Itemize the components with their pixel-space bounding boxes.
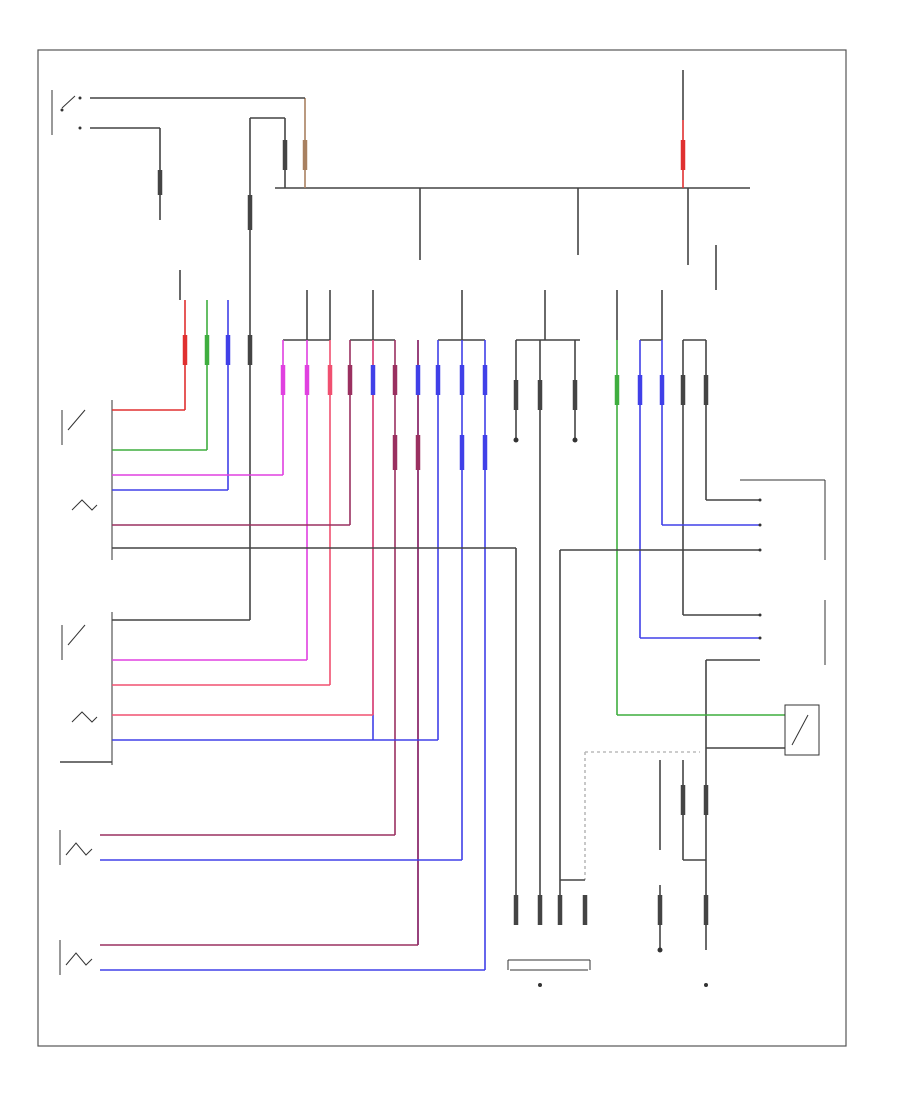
left-front-door-lock <box>61 400 517 900</box>
door-lock-control-switch <box>559 479 826 900</box>
top-bus <box>90 70 750 300</box>
left-rear-door <box>59 830 462 865</box>
harness-row-4 <box>614 290 709 715</box>
harness-row-3 <box>513 290 580 900</box>
junction-block-drops <box>419 188 717 290</box>
right-front-door-lock <box>60 612 438 765</box>
harness-row-2 <box>280 290 488 970</box>
right-rear-door <box>59 940 485 975</box>
diagram-frame <box>37 49 847 1047</box>
harness-row-1 <box>179 270 253 620</box>
unlock-warning-switch <box>617 704 820 756</box>
ground-wiring <box>507 751 709 987</box>
seat-belt-switch-icon <box>51 90 82 135</box>
